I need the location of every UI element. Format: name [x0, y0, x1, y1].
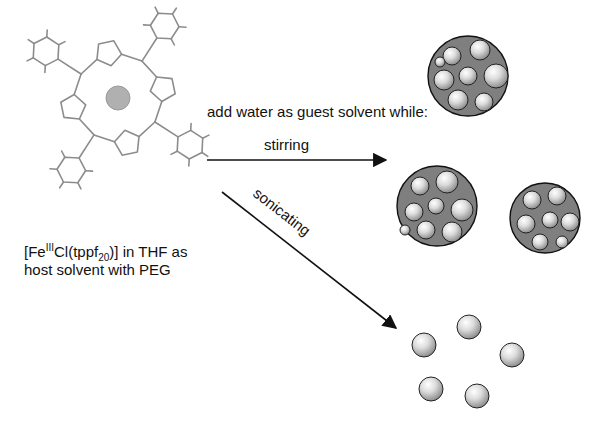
phenyl-bond — [142, 38, 157, 61]
nanoparticle-sphere — [465, 384, 489, 408]
nanoparticle-sphere — [542, 212, 558, 228]
nanoparticle-sphere — [484, 64, 508, 88]
nanoparticle-sphere — [412, 333, 436, 357]
porphyrin-structure — [27, 7, 209, 189]
nanoparticle-sphere — [405, 203, 423, 221]
fluorine-bond — [190, 124, 192, 131]
meso-bond — [94, 135, 115, 142]
nanoparticle-sphere — [443, 47, 461, 65]
pyrrole-ring — [97, 41, 122, 66]
fluorine-bond — [62, 151, 65, 157]
fluorine-bond — [27, 58, 33, 61]
aggregate-sphere — [397, 166, 477, 246]
method-text: sonicating — [250, 184, 314, 239]
fluorine-bond — [202, 153, 208, 157]
meso-bond — [79, 119, 94, 135]
meso-bond — [142, 61, 157, 77]
stirring-arrow — [207, 159, 386, 161]
phenyl-bond — [155, 122, 178, 137]
fluorine-bond — [59, 42, 65, 45]
formula-text: [Fe — [24, 243, 46, 260]
phenyl-bond — [58, 59, 81, 74]
nanoparticle-sphere — [475, 93, 493, 111]
fluorine-bond — [44, 66, 46, 73]
nanoparticle-sphere — [435, 57, 445, 67]
nanoparticle-sphere — [411, 177, 429, 195]
fluorine-bond — [78, 183, 81, 189]
meso-bond — [81, 59, 97, 74]
phenyl-ring — [177, 130, 203, 159]
formula-text: Cl(tppf — [54, 243, 98, 260]
nanoparticle-sphere — [417, 221, 435, 239]
nanoparticle-sphere — [457, 315, 481, 339]
meso-bond — [155, 102, 162, 123]
instruction-text: add water as guest solvent while: — [207, 103, 428, 120]
fluorine-bond — [46, 30, 48, 37]
pyrrole-ring — [61, 95, 86, 120]
iron-atom — [106, 86, 130, 110]
sphere-aggregates — [397, 36, 580, 408]
nanoparticle-sphere — [400, 225, 410, 235]
method-label: sonicating — [250, 184, 314, 240]
method-label: stirring — [264, 136, 309, 154]
nanoparticle-sphere — [517, 215, 535, 233]
fluorine-bond — [86, 170, 93, 172]
oxidation-state: III — [46, 242, 54, 253]
instruction-label: add water as guest solvent while: — [207, 103, 428, 121]
pyrrole-ring — [150, 77, 175, 102]
fluorine-bond — [188, 159, 190, 166]
phenyl-ring — [57, 157, 86, 183]
nanoparticle-sphere — [532, 234, 548, 250]
nanoparticle-sphere — [451, 199, 473, 221]
nanoparticle-sphere — [556, 236, 568, 248]
meso-bond — [74, 74, 81, 95]
sonicating-arrow — [222, 192, 396, 328]
fluorine-bond — [50, 168, 57, 170]
nanoparticle-sphere — [523, 191, 541, 209]
fluorine-bond — [171, 39, 174, 45]
fluorine-bond — [171, 151, 177, 154]
phenyl-bond — [79, 135, 94, 158]
fluorine-bond — [60, 182, 64, 188]
meso-bond — [122, 54, 143, 61]
nanoparticle-sphere — [459, 67, 477, 85]
nanoparticle-sphere — [561, 213, 579, 231]
fluorine-bond — [144, 24, 151, 26]
nanoparticle-sphere — [419, 377, 443, 401]
nanoparticle-sphere — [428, 198, 444, 214]
aggregate-sphere — [510, 183, 580, 253]
nanoparticle-sphere — [470, 40, 490, 60]
fluorine-bond — [179, 26, 186, 28]
fluorine-bond — [28, 40, 34, 44]
nanoparticle-sphere — [434, 70, 454, 90]
fluorine-bond — [203, 135, 209, 138]
nanoparticle-sphere — [442, 222, 462, 242]
pyrrole-ring — [115, 130, 140, 155]
method-text: stirring — [264, 136, 309, 153]
aggregate-sphere — [428, 36, 508, 116]
fluorine-bond — [173, 8, 177, 14]
compound-caption: [FeIIICl(tppf20)] in THF as host solvent… — [24, 243, 210, 279]
nanoparticle-sphere — [436, 171, 458, 193]
phenyl-ring — [150, 13, 179, 39]
fluorine-bond — [155, 7, 158, 13]
nanoparticle-sphere — [448, 90, 468, 110]
nanoparticle-sphere — [548, 187, 566, 205]
phenyl-ring — [33, 37, 59, 66]
nanoparticle-sphere — [500, 343, 524, 367]
meso-bond — [139, 122, 155, 137]
